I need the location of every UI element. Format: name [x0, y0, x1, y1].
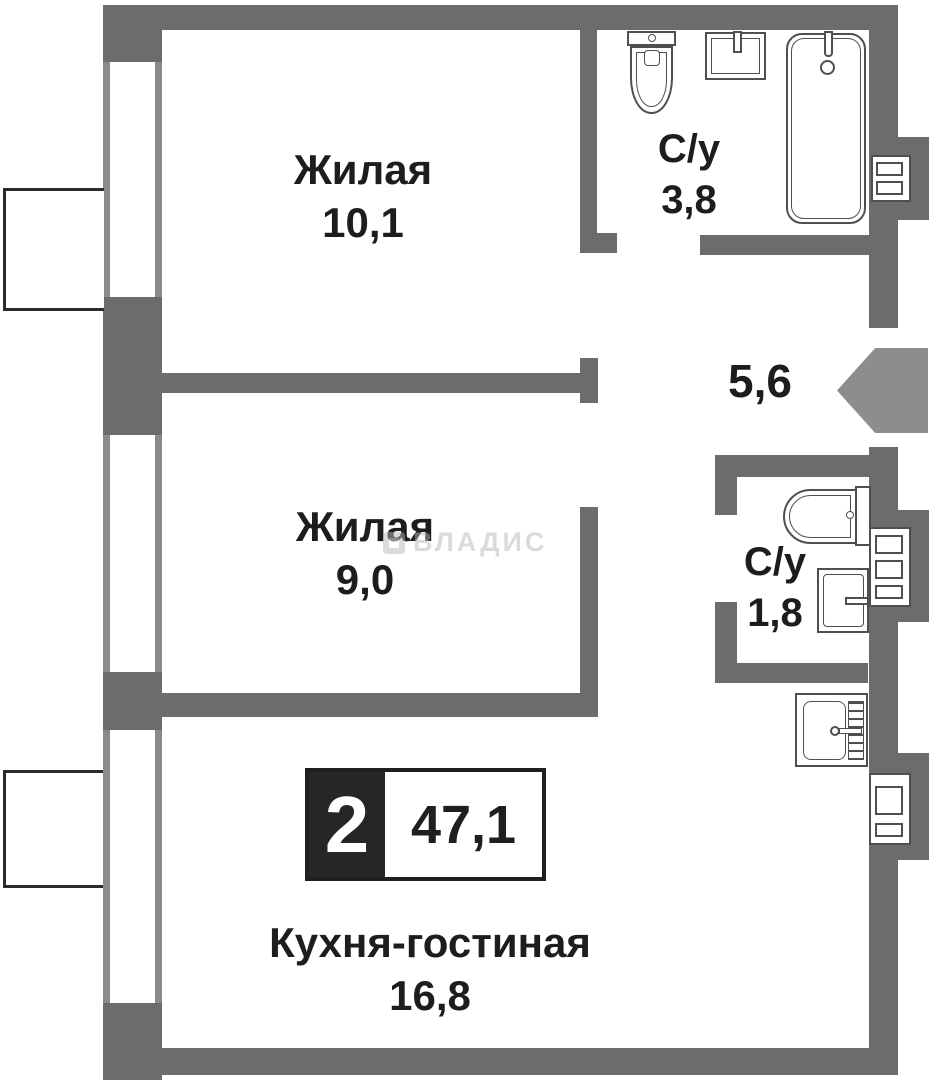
- watermark: ВЛАДИС: [383, 527, 547, 558]
- room-label-kitchen: Кухня-гостиная 16,8: [230, 916, 630, 1022]
- wall-left-block-d: [103, 1003, 162, 1080]
- wall-bath1-bottom: [700, 235, 898, 255]
- shaft-cell: [875, 585, 903, 599]
- sink-faucet: [845, 597, 869, 605]
- wall-bath1-left-foot: [580, 233, 617, 253]
- window-1-inner-line: [155, 62, 162, 297]
- watermark-logo-icon: [383, 531, 405, 554]
- toilet-button: [648, 34, 656, 42]
- electrical-panel-icon: [871, 155, 911, 202]
- bathtub-faucet: [824, 31, 833, 57]
- wall-bath2-left-upper: [715, 455, 737, 515]
- sink-faucet: [733, 31, 742, 53]
- balcony-top: [3, 188, 104, 311]
- wall-room2-kitchen: [162, 693, 598, 717]
- room-area: 3,8: [661, 178, 717, 222]
- wall-between-rooms-endcap: [580, 358, 598, 403]
- utility-shaft-icon: [869, 527, 911, 607]
- wall-left-block-c: [103, 672, 162, 730]
- window-3-inner-line: [155, 730, 162, 1003]
- toilet-button: [846, 511, 854, 519]
- room-label-living-2: Жилая 9,0: [240, 500, 490, 606]
- shaft-cell: [875, 560, 903, 579]
- toilet-drain: [644, 50, 660, 66]
- panel-cell: [876, 181, 903, 195]
- room-label-bathroom-2: С/у 1,8: [715, 537, 835, 639]
- entrance-arrow-icon: [837, 348, 928, 433]
- toilet-tank: [855, 486, 871, 546]
- room-label-hallway: 5,6: [700, 356, 820, 406]
- room-area: 9,0: [335, 556, 395, 603]
- kitchen-sink-faucet-line: [839, 728, 862, 734]
- wall-bath2-left-lower: [715, 602, 737, 683]
- room-area: 5,6: [728, 355, 792, 407]
- room-area: 1,8: [747, 591, 803, 635]
- window-3-outer-line: [103, 730, 110, 1003]
- window-2-inner-line: [155, 435, 162, 672]
- wall-room2-right: [580, 507, 598, 717]
- window-1-outer-line: [103, 62, 110, 297]
- panel-cell: [876, 162, 903, 176]
- badge-rooms-count: 2: [309, 772, 385, 877]
- wall-between-rooms: [162, 373, 580, 393]
- room-label-bathroom-1: С/у 3,8: [629, 124, 749, 226]
- lower-shaft-icon: [869, 773, 911, 845]
- wall-bath2-top: [715, 455, 898, 477]
- area-badge: 2 47,1: [305, 768, 546, 881]
- room-name: Кухня-гостиная: [269, 919, 591, 966]
- wall-top: [103, 5, 898, 30]
- toilet-bowl-inner: [789, 495, 851, 538]
- room-area: 10,1: [322, 199, 404, 246]
- room-name: С/у: [743, 540, 807, 584]
- watermark-text: ВЛАДИС: [413, 527, 548, 557]
- sink-basin: [711, 38, 760, 74]
- room-name: Жилая: [293, 146, 433, 193]
- room-label-living-1: Жилая 10,1: [238, 143, 488, 249]
- shaft-cell: [875, 535, 903, 554]
- badge-total-area: 47,1: [410, 794, 517, 855]
- shaft-cell: [875, 786, 903, 815]
- room-area: 16,8: [389, 972, 471, 1019]
- window-2-outer-line: [103, 435, 110, 672]
- wall-bath1-left: [580, 30, 597, 253]
- balcony-bottom: [3, 770, 103, 888]
- room-name: С/у: [657, 127, 721, 171]
- wall-bath2-bottom: [715, 663, 868, 683]
- shaft-cell: [875, 823, 903, 837]
- wall-left-block-b: [103, 297, 162, 435]
- wall-bottom: [103, 1048, 898, 1075]
- wall-left-block-a: [103, 5, 162, 62]
- room-name: Жилая: [295, 503, 435, 550]
- bathtub-drain: [820, 60, 835, 75]
